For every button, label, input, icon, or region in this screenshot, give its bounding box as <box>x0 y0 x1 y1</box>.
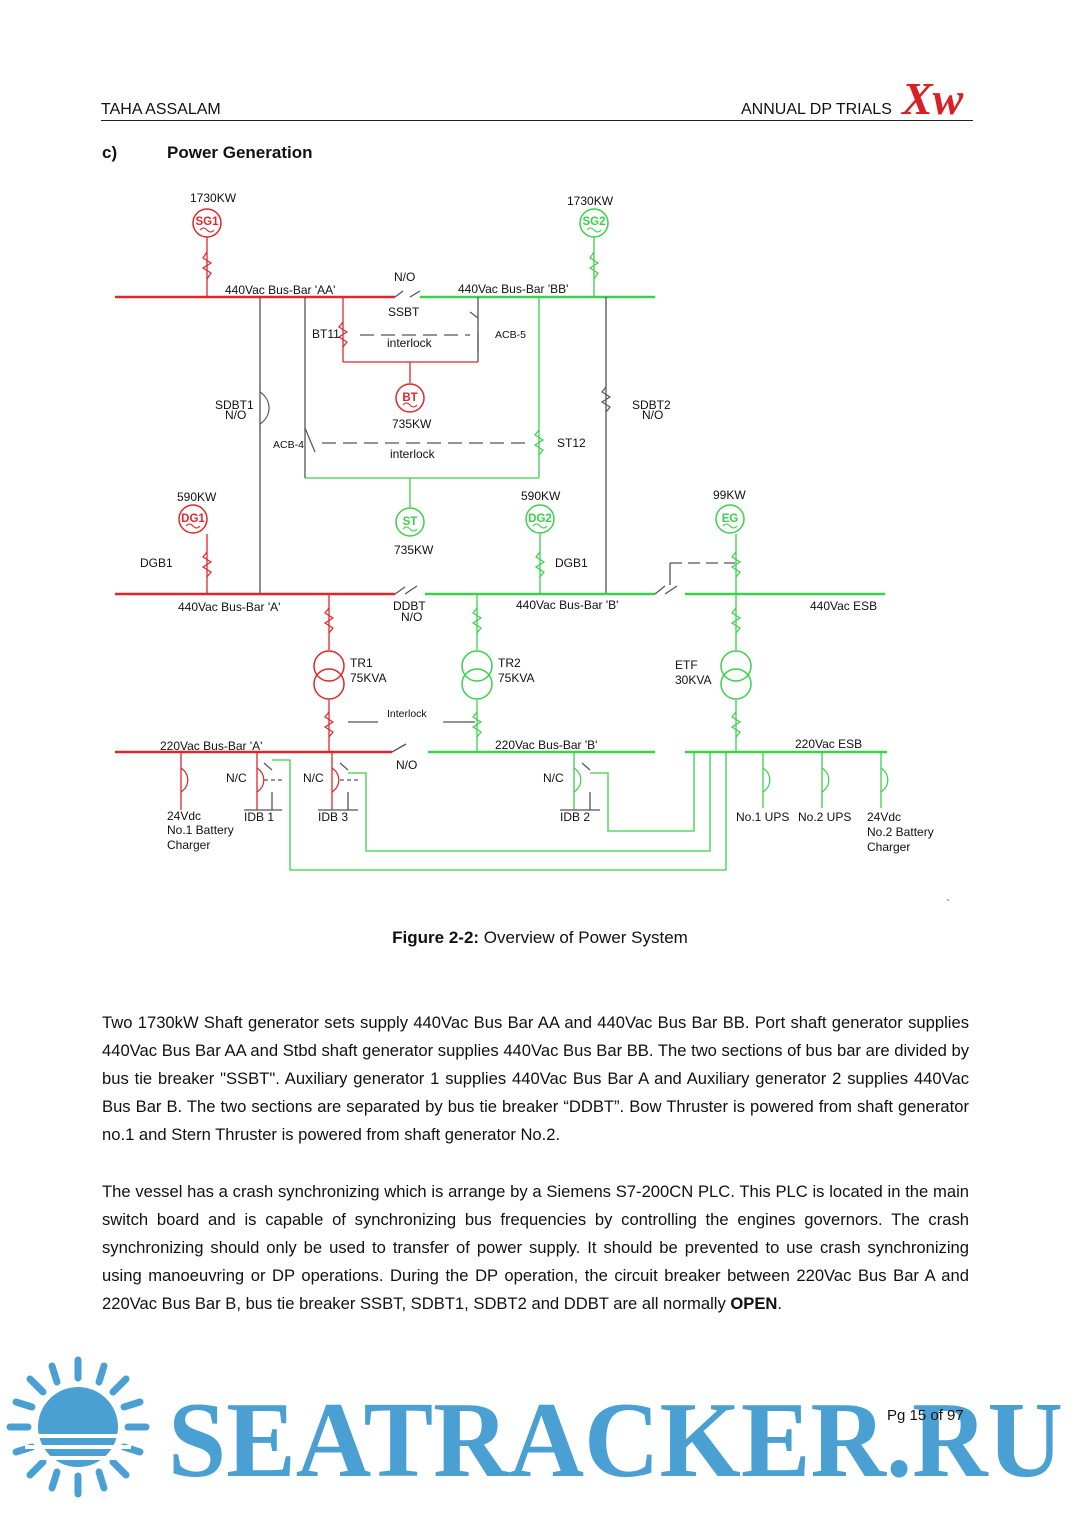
label-bt: BT <box>402 392 417 404</box>
label-charger1-a: 24Vdc <box>167 809 201 823</box>
power-system-diagram: SG1 SG2 BT DG1 ST DG2 EG 1730KW 1730KW 4… <box>115 191 934 871</box>
caption-label: Figure 2-2: <box>392 928 480 947</box>
label-bus220a: 220Vac Bus-Bar 'A' <box>160 739 262 753</box>
logo-text: Xw <box>900 74 964 120</box>
label-ssbt: SSBT <box>388 305 420 319</box>
paragraph-1: Two 1730kW Shaft generator sets supply 4… <box>102 1013 969 1145</box>
ddbt-breaker <box>394 585 418 595</box>
label-st: ST <box>403 516 418 528</box>
ssbt-breaker <box>394 290 421 298</box>
label-sdbt1-no: N/O <box>225 408 246 422</box>
label-tr1: TR1 <box>350 656 373 670</box>
label-sdbt2-no: N/O <box>642 408 663 422</box>
label-bus220b: 220Vac Bus-Bar 'B' <box>495 738 597 752</box>
label-sg2: SG2 <box>582 216 605 228</box>
section-number: c) <box>102 143 118 162</box>
label-bt-kw: 735KW <box>392 417 432 431</box>
label-eg-kw: 99KW <box>713 488 746 502</box>
label-eg: EG <box>722 513 739 525</box>
label-tr1-kva: 75KVA <box>350 671 386 685</box>
label-bus-aa: 440Vac Bus-Bar 'AA' <box>225 283 335 297</box>
label-idb1: IDB 1 <box>244 810 274 824</box>
label-bus-a: 440Vac Bus-Bar 'A' <box>178 600 280 614</box>
label-charger2-c: Charger <box>867 840 910 854</box>
label-dgb1-right: DGB1 <box>555 556 588 570</box>
caption-text: Overview of Power System <box>479 928 688 947</box>
label-bt11: BT11 <box>312 327 340 341</box>
label-idb3: IDB 3 <box>318 810 348 824</box>
label-ddbt: DDBT <box>393 599 426 613</box>
label-dg2: DG2 <box>528 513 552 525</box>
section-title: Power Generation <box>167 143 313 162</box>
label-charger2-a: 24Vdc <box>867 810 901 824</box>
label-etf-kva: 30KVA <box>675 673 711 687</box>
label-sdbt1: SDBT1 <box>215 398 254 412</box>
label-charger1-c: Charger <box>167 838 210 852</box>
label-nc-1: N/C <box>226 771 247 785</box>
company-logo: Xw <box>900 74 964 120</box>
label-dgb1-left: DGB1 <box>140 556 173 570</box>
label-etf: ETF <box>675 658 698 672</box>
paragraph-2-open: OPEN <box>730 1294 778 1314</box>
paragraph-2: The vessel has a crash synchronizing whi… <box>102 1178 969 1318</box>
watermark-text: SEATRACKER.RU <box>168 1381 1063 1500</box>
label-ups1: No.1 UPS <box>736 810 789 824</box>
label-ups2: No.2 UPS <box>798 810 851 824</box>
label-tie-no: N/O <box>396 758 417 772</box>
label-dg2-kw: 590KW <box>521 489 561 503</box>
stray-backtick: ` <box>946 897 950 911</box>
label-ddbt-no: N/O <box>401 610 422 624</box>
header-left: TAHA ASSALAM <box>101 101 221 118</box>
label-ssbt-no: N/O <box>394 270 415 284</box>
paragraph-2-period: . <box>777 1294 783 1314</box>
label-sg2-kw: 1730KW <box>567 194 614 208</box>
label-esb440: 440Vac ESB <box>810 599 877 613</box>
label-esb220: 220Vac ESB <box>795 737 862 751</box>
etf-transformer <box>720 650 752 682</box>
label-nc-3: N/C <box>543 771 564 785</box>
label-charger1-b: No.1 Battery <box>167 823 234 837</box>
label-sdbt2: SDBT2 <box>632 398 671 412</box>
label-bus-bb: 440Vac Bus-Bar 'BB' <box>458 282 568 296</box>
header-right: ANNUAL DP TRIALS <box>741 101 892 118</box>
label-nc-2: N/C <box>303 771 324 785</box>
label-idb2: IDB 2 <box>560 810 590 824</box>
label-acb5: ACB-5 <box>495 329 526 341</box>
label-tr2: TR2 <box>498 656 521 670</box>
figure-caption: Figure 2-2: Overview of Power System <box>0 928 1080 948</box>
label-dg1-kw: 590KW <box>177 490 217 504</box>
page-number: Pg 15 of 97 <box>887 1407 964 1424</box>
label-interlock-2: interlock <box>390 447 436 461</box>
label-tr2-kva: 75KVA <box>498 671 534 685</box>
label-interlock-1: interlock <box>387 336 433 350</box>
label-st12: ST12 <box>557 436 586 450</box>
seatracker-watermark: SEATRACKER.RU <box>6 1356 1063 1500</box>
label-acb4: ACB-4 <box>273 439 304 451</box>
label-st-kw: 735KW <box>394 543 434 557</box>
label-sg1: SG1 <box>195 216 219 228</box>
sun-icon <box>6 1356 150 1498</box>
label-charger2-b: No.2 Battery <box>867 825 934 839</box>
paragraph-2-text: The vessel has a crash synchronizing whi… <box>102 1182 969 1314</box>
label-bus-b: 440Vac Bus-Bar 'B' <box>516 598 618 612</box>
tr2-transformer <box>461 650 493 682</box>
label-interlock-3: Interlock <box>387 708 427 720</box>
label-sg1-kw: 1730KW <box>190 191 237 205</box>
tr1-transformer <box>313 650 345 682</box>
header-rule <box>101 120 973 121</box>
label-dg1: DG1 <box>181 513 205 525</box>
